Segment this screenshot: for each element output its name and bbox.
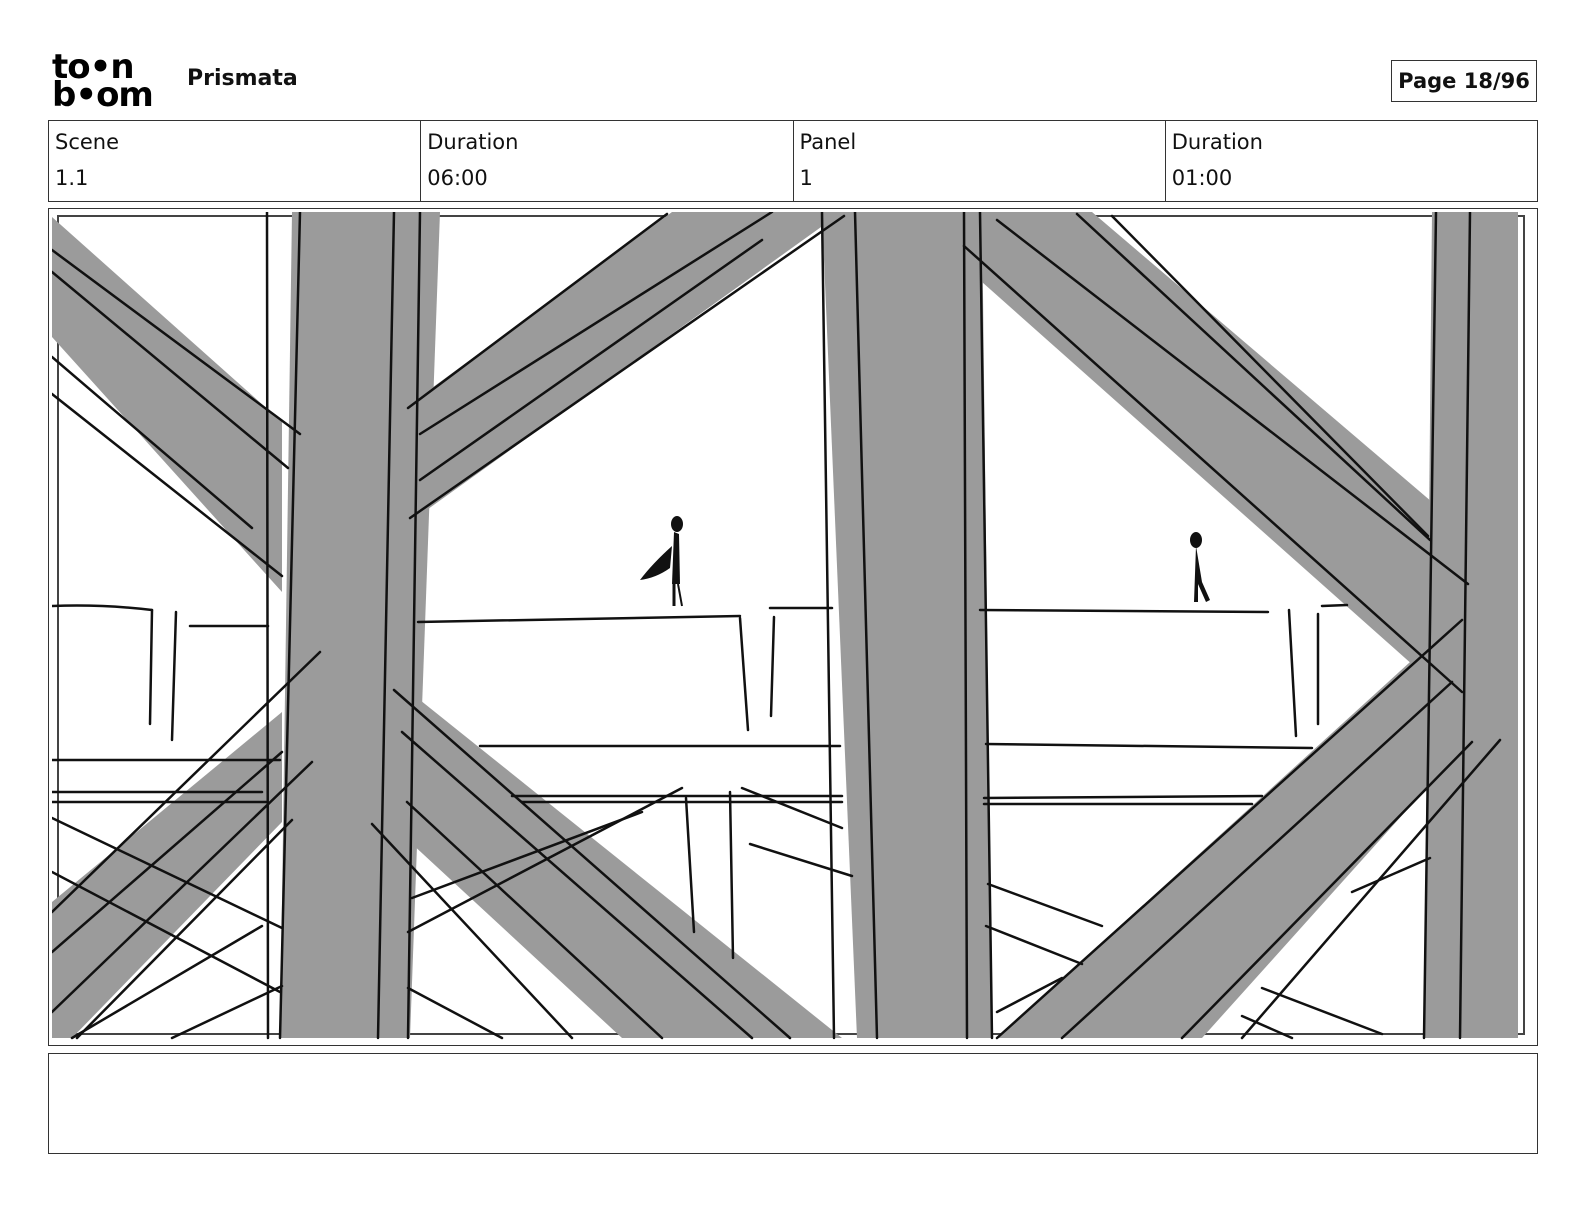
scene-value: 1.1 [55,166,89,190]
pillar-center [822,212,992,1038]
storyboard-drawing [52,212,1525,1040]
scene-label: Scene [55,130,120,154]
panel-notes-box [48,1053,1538,1154]
project-title: Prismata [187,66,298,91]
toonboom-logo: to•n b•om [52,47,164,115]
scene-duration-cell: Duration 06:00 [421,121,794,201]
pillar-left [280,212,440,1038]
beam-top-left [52,217,282,592]
character-figure-right [1190,532,1210,602]
pillar-right [1424,212,1518,1038]
steel-beams [52,212,1518,1038]
scene-duration-value: 06:00 [427,166,488,190]
panel-label: Panel [799,130,857,154]
logo-line-1: to•n [52,47,135,87]
panel-duration-label: Duration [1171,130,1263,154]
character-figure-left [640,516,683,607]
scene-cell: Scene 1.1 [49,121,422,201]
ink-lines [52,212,1502,1040]
panel-duration-cell: Duration 01:00 [1166,121,1537,201]
logo-line-2: b•om [52,75,154,115]
page-indicator: Page 18/96 [1391,60,1537,102]
page-label: Page 18/96 [1398,69,1530,93]
panel-duration-value: 01:00 [1171,166,1233,190]
panel-value: 1 [799,166,813,190]
panel-frame [48,208,1538,1046]
panel-cell: Panel 1 [794,121,1166,201]
scene-duration-label: Duration [427,130,519,154]
scene-info-table: Scene 1.1 Duration 06:00 Panel 1 Duratio… [48,120,1538,202]
